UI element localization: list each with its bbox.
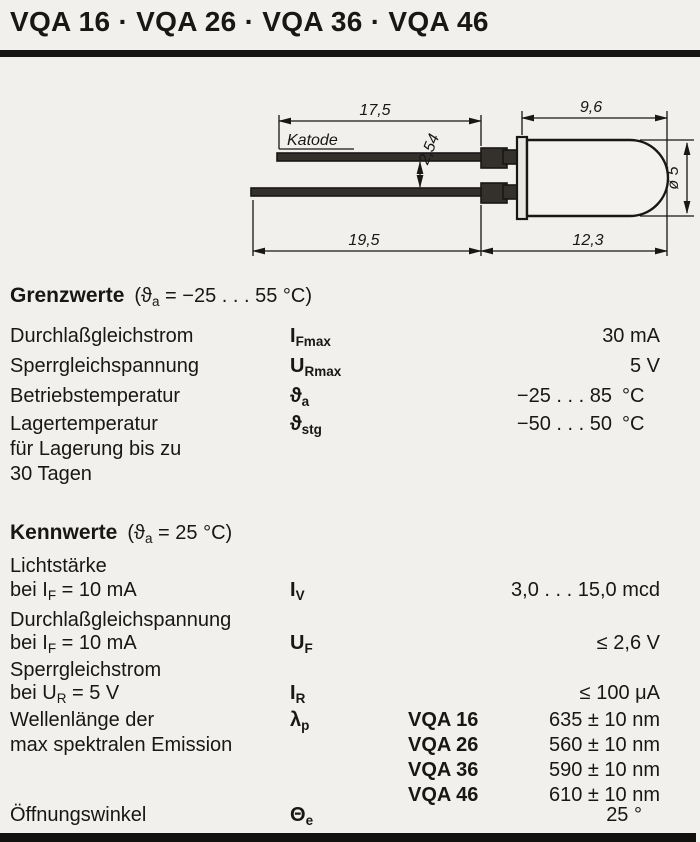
table-row: Durchlaßgleichstrom IFmax 30 mA	[0, 325, 700, 351]
model-name: VQA 26	[408, 734, 479, 756]
table-row: Lichtstärke	[0, 555, 700, 581]
table-row: VQA 36 590 ± 10 nm	[0, 759, 700, 785]
dimension-lines	[252, 111, 694, 256]
bottom-bar	[0, 833, 696, 842]
param-value: 3,0 . . . 15,0 mcd	[511, 579, 660, 601]
table-row: Öffnungswinkel Θe 25 °	[0, 804, 700, 830]
param-label: Durchlaßgleichstrom	[10, 325, 194, 347]
param-value: −50 . . . 50	[516, 413, 612, 435]
param-value: 25 °	[606, 804, 642, 826]
dim-label-diameter: ø 5	[665, 166, 682, 189]
kennwerte-condition: (ϑa = 25 °C)	[127, 522, 233, 546]
table-row: Sperrgleichstrom	[0, 659, 700, 685]
param-label: Wellenlänge der	[10, 709, 155, 731]
param-label: Betriebstemperatur	[10, 385, 181, 407]
param-condition: bei IF = 10 mA	[10, 579, 137, 603]
katode-label: Katode	[287, 132, 338, 149]
led-package	[515, 135, 670, 221]
model-name: VQA 16	[408, 709, 479, 731]
section-heading-grenzwerte: Grenzwerte (ϑa = −25 . . . 55 °C)	[10, 284, 312, 309]
table-row: bei UR = 5 V IR ≤ 100 μA	[0, 682, 700, 708]
param-label: Sperrgleichspannung	[10, 355, 200, 377]
param-label: Durchlaßgleichspannung	[10, 609, 232, 631]
param-condition: bei IF = 10 mA	[10, 632, 137, 656]
param-condition: bei UR = 5 V	[10, 682, 120, 706]
param-label: Lichtstärke	[10, 555, 107, 577]
table-row: Betriebstemperatur ϑa −25 . . . 85 °C	[0, 385, 700, 411]
table-row: Durchlaßgleichspannung	[0, 609, 700, 635]
table-row-continuation: für Lagerung bis zu	[0, 438, 700, 464]
led-dimension-drawing: 17,5 9,6 Katode 2,54 19,5 12,3 ø 5	[250, 99, 694, 256]
param-value: ≤ 100 μA	[579, 682, 660, 704]
table-row: max spektralen Emission VQA 26 560 ± 10 …	[0, 734, 700, 760]
kennwerte-title: Kennwerte	[10, 521, 118, 544]
table-row: VQA 46 610 ± 10 nm	[0, 784, 700, 810]
param-label-line2: max spektralen Emission	[10, 734, 233, 756]
dim-label-9-6: 9,6	[580, 99, 602, 116]
model-name: VQA 36	[408, 759, 479, 781]
param-label: Öffnungswinkel	[10, 804, 147, 826]
param-label: Lagertemperatur	[10, 413, 158, 435]
led-leads	[250, 147, 522, 204]
param-symbol: ϑa	[290, 385, 310, 409]
param-value: 30 mA	[602, 325, 660, 347]
param-symbol: IR	[290, 682, 306, 706]
param-value: 590 ± 10 nm	[548, 759, 660, 781]
param-symbol: ϑstg	[290, 413, 322, 437]
param-unit: °C	[622, 385, 645, 407]
param-label-line2: für Lagerung bis zu	[10, 438, 182, 460]
table-row-continuation: 30 Tagen	[0, 463, 700, 489]
dim-label-17-5: 17,5	[359, 102, 390, 119]
dim-label-12-3: 12,3	[572, 232, 603, 249]
table-row: Wellenlänge der λp VQA 16 635 ± 10 nm	[0, 709, 700, 735]
param-value: 610 ± 10 nm	[548, 784, 660, 806]
param-label: Sperrgleichstrom	[10, 659, 162, 681]
param-symbol: UF	[290, 632, 313, 656]
param-symbol: IFmax	[290, 325, 331, 349]
dim-label-19-5: 19,5	[348, 232, 379, 249]
param-unit: °C	[622, 413, 645, 435]
model-name: VQA 46	[408, 784, 479, 806]
table-row: Lagertemperatur ϑstg −50 . . . 50 °C	[0, 413, 700, 439]
param-value: 635 ± 10 nm	[548, 709, 660, 731]
grenzwerte-title: Grenzwerte	[10, 284, 125, 307]
param-label-line3: 30 Tagen	[10, 463, 92, 485]
param-symbol: λp	[290, 709, 310, 733]
title-rule	[0, 50, 700, 57]
table-row: bei IF = 10 mA UF ≤ 2,6 V	[0, 632, 700, 658]
param-symbol: Θe	[290, 804, 314, 828]
param-value: −25 . . . 85	[516, 385, 612, 407]
param-symbol: URmax	[290, 355, 342, 379]
param-symbol: IV	[290, 579, 305, 603]
param-value: 5 V	[629, 355, 660, 377]
grenzwerte-condition: (ϑa = −25 . . . 55 °C)	[134, 285, 313, 309]
param-value: ≤ 2,6 V	[596, 632, 660, 654]
param-value: 560 ± 10 nm	[548, 734, 660, 756]
table-row: Sperrgleichspannung URmax 5 V	[0, 355, 700, 381]
section-heading-kennwerte: Kennwerte (ϑa = 25 °C)	[10, 521, 232, 546]
page-title: VQA 16 · VQA 26 · VQA 36 · VQA 46	[10, 6, 489, 37]
table-row: bei IF = 10 mA IV 3,0 . . . 15,0 mcd	[0, 579, 700, 605]
dim-label-2-54: 2,54	[415, 131, 443, 167]
